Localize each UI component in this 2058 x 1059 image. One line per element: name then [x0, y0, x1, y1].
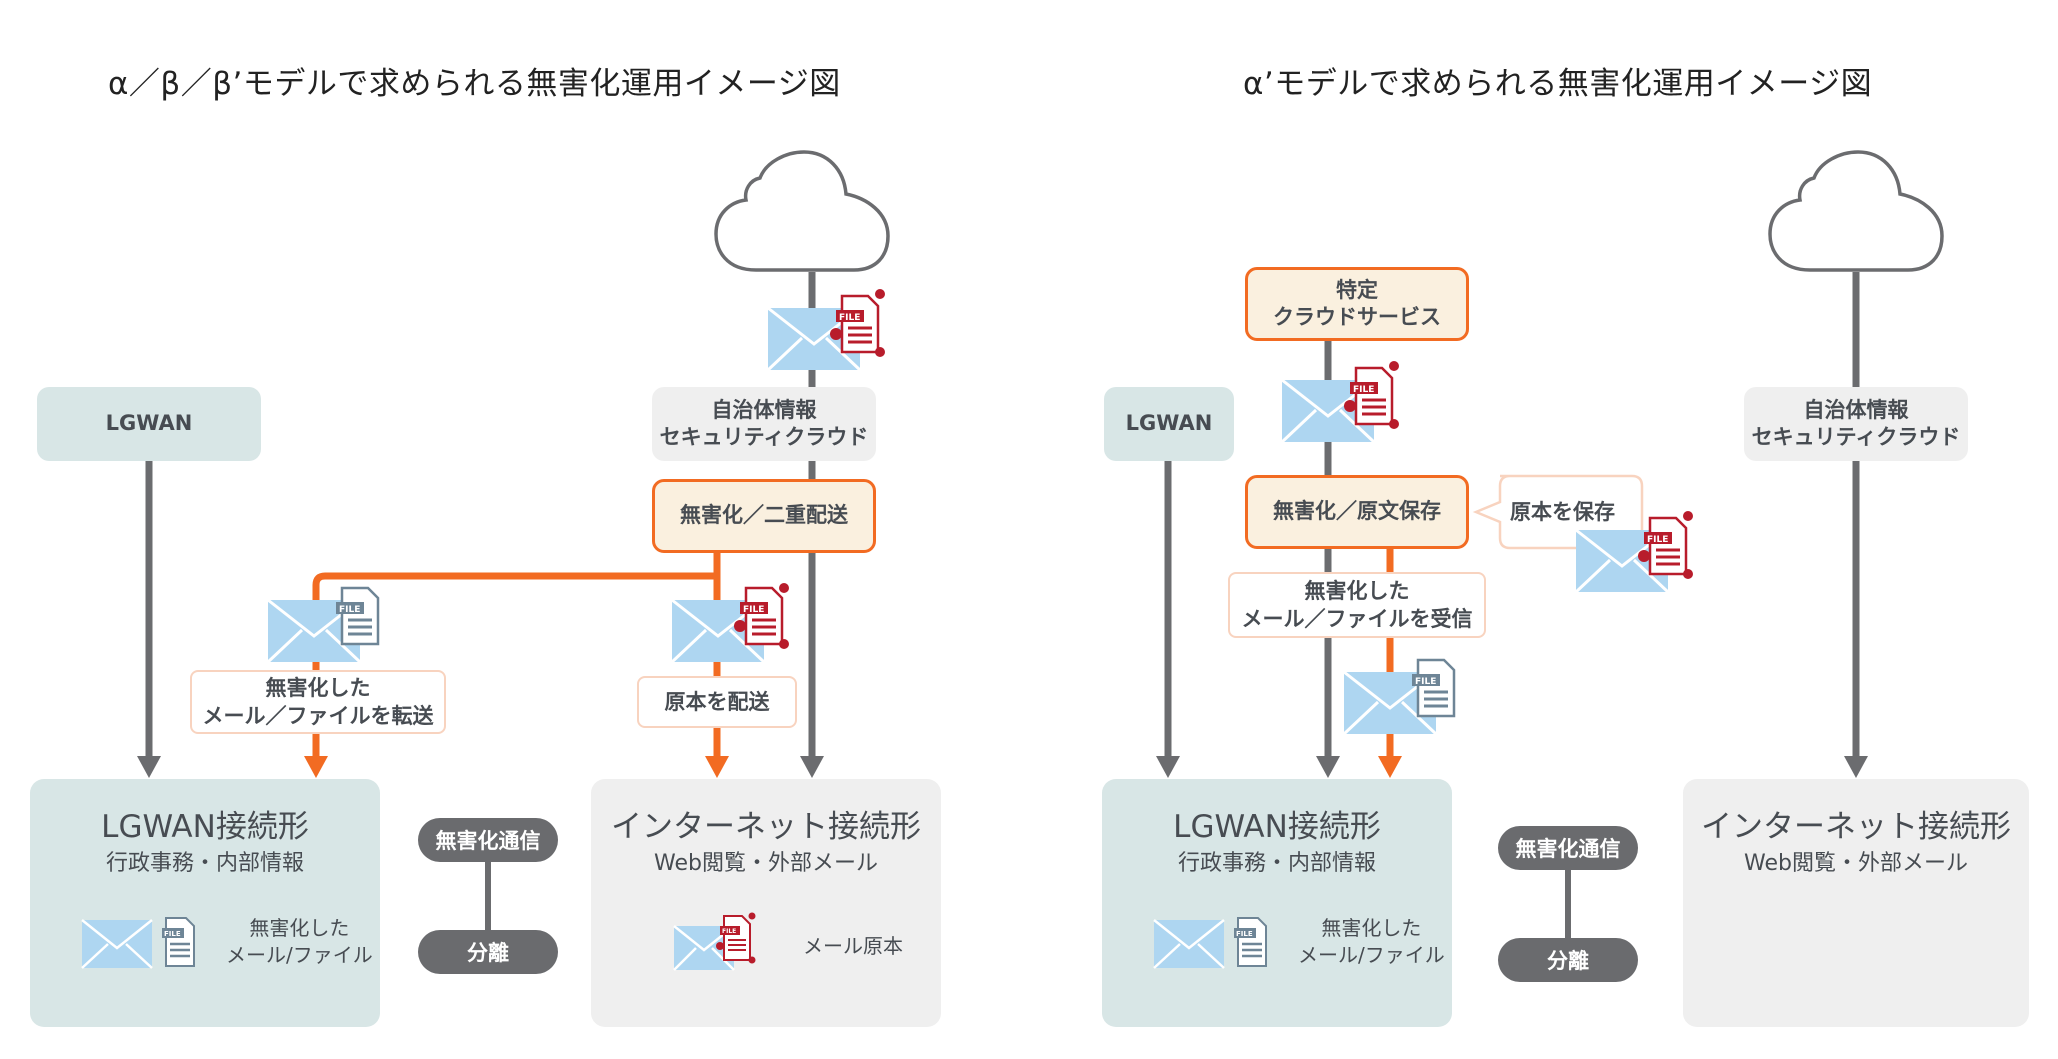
lgwan-zone: LGWAN接続形 行政事務・内部情報 無害化した メール/ファイル: [1102, 779, 1452, 1027]
sanitized-mail-icon: FILE: [81, 917, 195, 969]
security-cloud-node: 自治体情報 セキュリティクラウド: [1744, 387, 1968, 461]
file-badge: FILE: [743, 605, 764, 615]
receive-label-line-1: 無害化した: [1304, 578, 1410, 603]
sanitized-communication-pill: 無害化通信: [418, 818, 558, 862]
sanitize-node-label: 無害化／二重配送: [680, 503, 848, 528]
clean-file-icon: FILE: [1412, 658, 1456, 718]
infected-mail-icon: FILE: [1280, 361, 1399, 444]
arrowhead: [1316, 756, 1340, 778]
pill-label: 無害化通信: [1515, 837, 1621, 861]
arrowhead: [304, 756, 328, 778]
lgwan-zone-subtitle: 行政事務・内部情報: [105, 851, 304, 876]
cloud-icon: [714, 150, 890, 272]
arrowhead: [1378, 756, 1402, 778]
virus-file-icon: FILE: [1344, 361, 1399, 429]
internet-zone: インターネット接続形 Web閲覧・外部メール メール原本: [591, 779, 941, 1027]
file-badge: FILE: [339, 605, 360, 615]
clean-file-icon: FILE: [162, 917, 195, 967]
sanitize-preserve-original-node: 無害化／原文保存: [1245, 475, 1469, 549]
internet-zone-subtitle: Web閲覧・外部メール: [654, 851, 878, 876]
pill-label: 分離: [467, 941, 509, 965]
specific-cloud-service-node: 特定 クラウドサービス: [1245, 267, 1469, 341]
lgwan-zone-subtitle: 行政事務・内部情報: [1177, 851, 1376, 876]
arrowhead: [705, 756, 729, 778]
forward-label-line-2: メール／ファイルを転送: [202, 704, 434, 728]
lgwan-node: LGWAN: [37, 387, 261, 461]
virus-file-icon: FILE: [716, 912, 756, 964]
virus-file-icon: FILE: [1638, 511, 1693, 579]
file-badge: FILE: [164, 930, 181, 938]
infected-mail-icon: FILE: [673, 912, 756, 971]
arrowhead: [1156, 756, 1180, 778]
file-badge: FILE: [1353, 385, 1374, 395]
file-badge: FILE: [1415, 677, 1436, 687]
virus-file-icon: FILE: [734, 583, 789, 649]
sanitized-mail-icon: FILE: [266, 586, 380, 664]
internet-zone-note: メール原本: [803, 934, 903, 958]
note-line-1: 無害化した: [249, 916, 350, 940]
deliver-original-text: 原本を配送: [664, 689, 770, 714]
sanitize-node-label: 無害化／原文保存: [1273, 499, 1441, 524]
lgwan-node-label: LGWAN: [1125, 411, 1213, 436]
forward-sanitized-label: 無害化した メール／ファイルを転送: [190, 670, 446, 734]
arrowhead: [1844, 756, 1868, 778]
internet-zone-title: インターネット接続形: [1701, 809, 2011, 845]
save-original-callout-text: 原本を保存: [1510, 500, 1615, 524]
note-line-2: メール/ファイル: [226, 943, 373, 967]
note-line-2: メール/ファイル: [1298, 943, 1445, 967]
left-diagram-title: α／β／β’モデルで求められる無害化運用イメージ図: [108, 66, 841, 102]
lgwan-zone-note: 無害化した メール/ファイル: [226, 915, 373, 969]
security-cloud-line-2: セキュリティクラウド: [1751, 425, 1961, 449]
lgwan-node: LGWAN: [1104, 387, 1234, 461]
internet-zone-title: インターネット接続形: [611, 809, 921, 845]
security-cloud-line-2: セキュリティクラウド: [659, 425, 869, 449]
lgwan-zone-note: 無害化した メール/ファイル: [1298, 915, 1445, 969]
deliver-original-label: 原本を配送: [637, 676, 797, 728]
arrowhead: [800, 756, 824, 778]
pill-label: 分離: [1547, 949, 1589, 973]
infected-mail-icon: FILE: [766, 289, 885, 372]
sanitize-dual-delivery-node: 無害化／二重配送: [652, 479, 876, 553]
internet-zone-subtitle: Web閲覧・外部メール: [1744, 851, 1968, 876]
pill-label: 無害化通信: [435, 829, 541, 853]
receive-label-line-2: メール／ファイルを受信: [1241, 607, 1473, 631]
security-cloud-line-1: 自治体情報: [1803, 397, 1909, 422]
arrowhead: [137, 756, 161, 778]
separation-pill: 分離: [1498, 938, 1638, 982]
forward-label-line-1: 無害化した: [265, 675, 371, 700]
virus-file-icon: FILE: [830, 289, 885, 357]
right-diagram-title: α’モデルで求められる無害化運用イメージ図: [1243, 66, 1873, 102]
cloud-icon: [1768, 150, 1944, 272]
sanitized-route-line: [312, 552, 721, 758]
separation-pill: 分離: [418, 930, 558, 974]
infected-mail-icon: FILE: [670, 583, 789, 664]
security-cloud-node: 自治体情報 セキュリティクラウド: [652, 387, 876, 461]
specific-cloud-line-1: 特定: [1336, 277, 1378, 302]
specific-cloud-line-2: クラウドサービス: [1273, 305, 1441, 329]
file-badge: FILE: [722, 928, 736, 935]
lgwan-zone-title: LGWAN接続形: [1173, 809, 1381, 845]
security-cloud-line-1: 自治体情報: [711, 397, 817, 422]
file-badge: FILE: [839, 313, 860, 323]
file-badge: FILE: [1647, 535, 1668, 545]
internet-zone: インターネット接続形 Web閲覧・外部メール: [1683, 779, 2029, 1027]
clean-file-icon: FILE: [336, 586, 380, 646]
file-badge: FILE: [1236, 930, 1253, 938]
sanitized-communication-pill: 無害化通信: [1498, 826, 1638, 870]
lgwan-zone-title: LGWAN接続形: [101, 809, 309, 845]
infected-mail-icon: FILE: [1574, 511, 1693, 594]
sanitized-mail-icon: FILE: [1342, 658, 1456, 736]
sanitized-mail-icon: FILE: [1153, 917, 1267, 969]
lgwan-node-label: LGWAN: [105, 411, 193, 436]
lgwan-zone: LGWAN接続形 行政事務・内部情報 無害化した メール/ファイル: [30, 779, 380, 1027]
receive-sanitized-label: 無害化した メール／ファイルを受信: [1228, 572, 1486, 638]
note-line-1: 無害化した: [1321, 916, 1422, 940]
clean-file-icon: FILE: [1234, 917, 1267, 967]
